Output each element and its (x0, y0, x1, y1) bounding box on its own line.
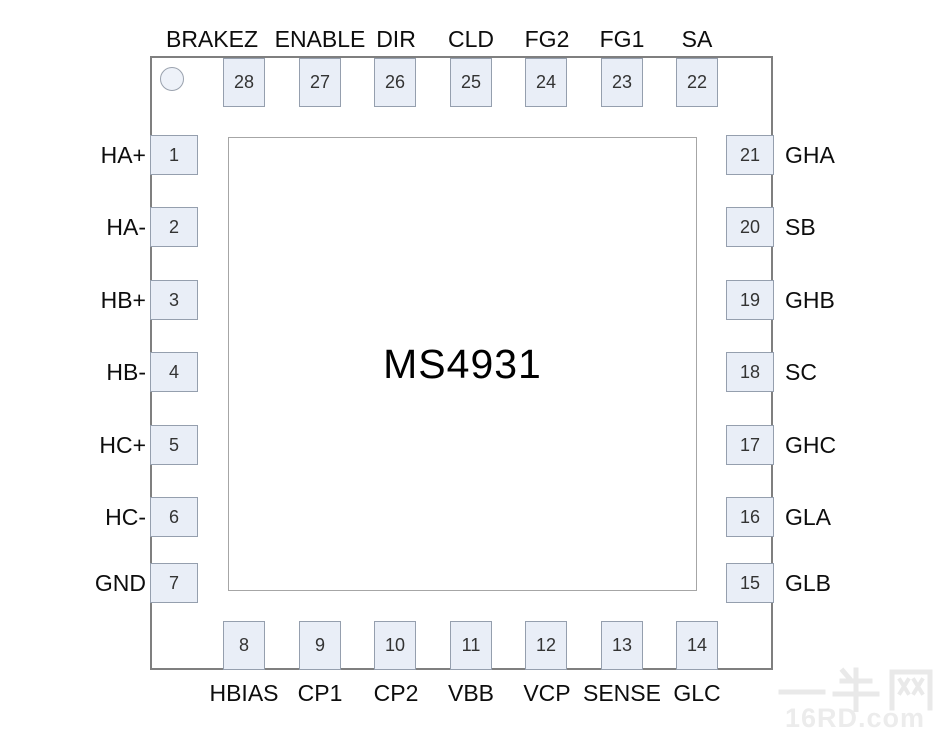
pin-14: 14 (676, 621, 718, 670)
pin-label-ghb: GHB (785, 287, 835, 313)
pin-label-glc: GLC (673, 680, 721, 706)
pin-number: 19 (739, 289, 761, 310)
pin-number: 14 (686, 635, 708, 655)
pin-2: 2 (150, 207, 198, 247)
pin-number: 23 (611, 72, 633, 92)
pin-label-hc-minus: HC- (105, 504, 146, 530)
pin-20: 20 (726, 207, 774, 247)
pin-number: 16 (739, 506, 761, 527)
pin-number: 5 (168, 434, 179, 455)
pin-label-cp1: CP1 (297, 680, 343, 706)
pin-label-dir: DIR (376, 26, 416, 52)
pin-number: 18 (739, 361, 761, 382)
pin-22: 22 (676, 58, 718, 107)
pin-label-fg1: FG1 (599, 26, 645, 52)
pin-label-fg2: FG2 (524, 26, 570, 52)
pin-5: 5 (150, 425, 198, 465)
pin-label-enable: ENABLE (274, 26, 366, 52)
pin-label-gha: GHA (785, 142, 835, 168)
pin-number: 25 (460, 72, 482, 92)
pin-26: 26 (374, 58, 416, 107)
pin-label-glb: GLB (785, 570, 832, 596)
pin-8: 8 (223, 621, 265, 670)
pin-label-sc: SC (785, 359, 817, 385)
pin-label-sense: SENSE (583, 680, 661, 706)
pin-label-ha-plus: HA+ (100, 142, 146, 168)
pin-number: 7 (168, 572, 179, 593)
pin-19: 19 (726, 280, 774, 320)
die-area: MS4931 (228, 137, 697, 591)
pin-label-hb-plus: HB+ (100, 287, 146, 313)
pin-label-vbb: VBB (447, 680, 495, 706)
pin-label-hc-plus: HC+ (99, 432, 146, 458)
pin1-indicator-dot (160, 67, 184, 91)
pin-28: 28 (223, 58, 265, 107)
pin-number: 15 (739, 572, 761, 593)
pin-number: 3 (168, 289, 179, 310)
pin-25: 25 (450, 58, 492, 107)
pin-label-ghc: GHC (785, 432, 837, 458)
pin-label-gnd: GND (94, 570, 146, 596)
pin-number: 1 (168, 144, 179, 165)
pin-21: 21 (726, 135, 774, 175)
pin-15: 15 (726, 563, 774, 603)
pin-number: 17 (739, 434, 761, 455)
pin-number: 11 (461, 635, 481, 655)
pin-6: 6 (150, 497, 198, 537)
pin-number: 28 (233, 72, 255, 92)
pin-number: 21 (739, 144, 761, 165)
pin-13: 13 (601, 621, 643, 670)
pin-1: 1 (150, 135, 198, 175)
watermark-cjk-text (778, 666, 934, 712)
pin-9: 9 (299, 621, 341, 670)
pin-label-hbias: HBIAS (209, 680, 279, 706)
pin-3: 3 (150, 280, 198, 320)
pin-number: 4 (168, 361, 179, 382)
pin-12: 12 (525, 621, 567, 670)
pin-10: 10 (374, 621, 416, 670)
pin-label-brakez: BRAKEZ (165, 26, 259, 52)
pin-23: 23 (601, 58, 643, 107)
pin-4: 4 (150, 352, 198, 392)
pin-number: 8 (238, 635, 249, 655)
pin-label-vcp: VCP (523, 680, 571, 706)
pin-number: 20 (739, 216, 761, 237)
pin-number: 6 (168, 506, 179, 527)
chip-name: MS4931 (383, 340, 542, 387)
pin-24: 24 (525, 58, 567, 107)
pin-number: 13 (611, 635, 633, 655)
pin-label-cp2: CP2 (373, 680, 419, 706)
pin-number: 27 (309, 72, 331, 92)
pin-27: 27 (299, 58, 341, 107)
pin-number: 22 (686, 72, 708, 92)
pin-11: 11 (450, 621, 492, 670)
pin-label-hb-minus: HB- (106, 359, 146, 385)
pin-number: 26 (384, 72, 406, 92)
pin-label-ha-minus: HA- (106, 214, 146, 240)
pin-18: 18 (726, 352, 774, 392)
pin-label-gla: GLA (785, 504, 832, 530)
pin-7: 7 (150, 563, 198, 603)
pin-number: 2 (168, 216, 179, 237)
pin-number: 9 (314, 635, 325, 655)
pin-17: 17 (726, 425, 774, 465)
pin-16: 16 (726, 497, 774, 537)
watermark-url: 16RD.com (785, 703, 926, 732)
pin-number: 12 (535, 635, 557, 655)
pin-number: 24 (535, 72, 557, 92)
pin-label-cld: CLD (447, 26, 494, 52)
pin-number: 10 (384, 635, 406, 655)
pin-label-sa: SA (681, 26, 713, 52)
pin-label-sb: SB (785, 214, 816, 240)
